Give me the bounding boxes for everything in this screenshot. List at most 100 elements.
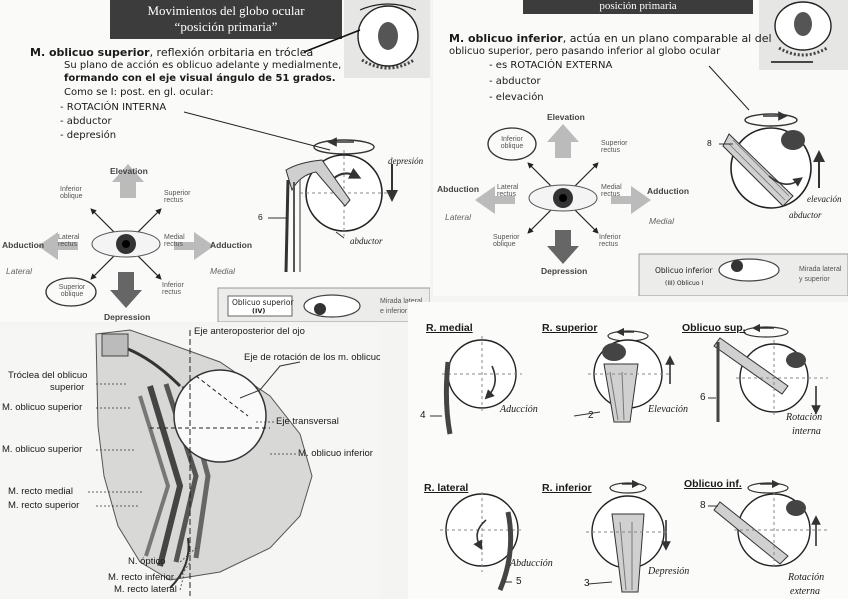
heading-superior-oblique: M. oblicuo superior, reflexión orbitaria… (30, 46, 313, 59)
eye-lateral-inferior (303, 294, 361, 318)
label-eje-transversal: Eje transversal (276, 416, 339, 427)
box-nerve: (IV) (252, 307, 266, 315)
label-medial-rectus-2: Medial rectus (601, 184, 622, 198)
thumbnail-iris (378, 22, 398, 50)
title-r-superior: R. superior (542, 322, 598, 334)
label-m-recto-medial: M. recto medial (8, 486, 73, 497)
dir-abduction: Abduction (2, 240, 45, 250)
direction-diagram-2 (475, 124, 651, 264)
box-label: Oblicuo superior (232, 298, 294, 307)
mirada-lateral: Mirada lateral (380, 298, 423, 305)
title-r-lateral: R. lateral (424, 482, 469, 494)
item-depresion: - depresión (60, 130, 117, 141)
desc-line-1: Su plano de acción es oblicuo adelante y… (64, 60, 342, 71)
label-abductor: abductor (350, 236, 383, 246)
item-rotacion-interna: - ROTACIÓN INTERNA (60, 102, 167, 113)
action-rotacion-externa-2: externa (790, 586, 820, 597)
heading-bold-2: M. oblicuo inferior (449, 32, 563, 45)
panel-anatomy: Eje anteroposterior del ojo Eje de rotac… (0, 326, 380, 599)
desc-line-1b: oblicuo superior, pero pasando inferior … (449, 46, 721, 57)
label-eje-rotacion: Eje de rotación de los m. oblicuo (244, 352, 380, 363)
desc-line-2: formando con el eje visual ángulo de 51 … (64, 73, 336, 84)
label-m-oblicuo-inferior: M. oblicuo inferior (298, 448, 373, 459)
item-rotacion-externa: - es ROTACIÓN EXTERNA (489, 60, 613, 71)
label-lateral-2: Lateral (445, 212, 471, 222)
label-troclea-2: superior (50, 382, 85, 393)
action-rotacion-interna-1: Rotación (786, 412, 823, 423)
label-inferior-rectus: Inferior rectus (162, 282, 184, 296)
eye-lateral-superior (718, 258, 780, 282)
direction-diagram (38, 164, 214, 308)
trochlea-block (101, 333, 129, 357)
mirada-inferior: e inferior (380, 308, 408, 315)
label-depresion: depresión (388, 156, 424, 166)
num-2: 2 (588, 410, 594, 421)
action-rotacion-externa-1: Rotación (788, 572, 825, 583)
num-3: 3 (584, 578, 590, 589)
heading-inferior-oblique: M. oblicuo inferior, actúa en un plano c… (449, 32, 772, 45)
label-inferior-oblique-2: Inferior oblique (500, 136, 524, 150)
dir-elevation: Elevation (110, 166, 148, 176)
action-abduccion: Abducción (510, 558, 553, 569)
label-elevacion: elevación (807, 194, 842, 204)
diagram-r-inferior (586, 479, 671, 593)
action-elevacion: Elevación (648, 404, 688, 415)
label-abductor-2: abductor (789, 210, 822, 220)
diagram-oblicuo-sup (713, 323, 828, 422)
box-label-2: Oblicuo inferior (655, 266, 713, 275)
diagram-r-superior (588, 327, 675, 423)
title-r-inferior: R. inferior (542, 482, 592, 494)
pointer-line (303, 29, 361, 53)
dir-abduction-2: Abduction (437, 184, 480, 194)
label-m-recto-lateral: M. recto lateral (114, 584, 177, 595)
mirada-superior: y superior (799, 276, 830, 283)
num-5: 5 (516, 576, 522, 587)
label-lateral: Lateral (6, 266, 32, 276)
optic-nerve (169, 537, 190, 589)
label-medial-rectus: Medial rectus (164, 234, 185, 248)
eyeball (173, 369, 267, 463)
superior-oblique-diagrams (38, 0, 430, 322)
title-oblicuo-sup: Oblicuo sup. (682, 322, 746, 334)
label-troclea-1: Tróclea del oblicuo (8, 370, 88, 381)
dir-depression: Depression (104, 312, 151, 322)
label-m-oblicuo-superior-2: M. oblicuo superior (2, 444, 83, 455)
heading-rest-2: , actúa en un plano comparable al del (562, 32, 772, 45)
label-superior-rectus-2: Superior rectus (601, 140, 628, 154)
item-abductor: - abductor (60, 116, 112, 127)
inferior-oblique-muscle (722, 133, 794, 207)
heading-rest: , reflexión orbitaria en tróclea (149, 46, 314, 59)
circled-superior-oblique (45, 277, 97, 307)
title-banner-2: posición primaria (523, 0, 753, 14)
title-banner: Movimientos del globo ocular “posición p… (110, 0, 342, 39)
label-eje-ap: Eje anteroposterior del ojo (194, 326, 305, 337)
item-abductor-2: - abductor (489, 76, 541, 87)
dir-depression-2: Depression (541, 266, 588, 276)
item-elevacion: - elevación (489, 92, 544, 103)
desc-line-3: Como se I: post. en gl. ocular: (64, 87, 214, 98)
num-6b: 6 (700, 392, 706, 403)
label-superior-oblique-2: Superior oblique (493, 234, 520, 248)
muscle-tendon (285, 159, 351, 207)
title-oblicuo-inf: Oblicuo inf. (684, 478, 742, 490)
box-nerve-2: (III) Oblicuo I (665, 280, 704, 287)
mirada-lateral-2: Mirada lateral (799, 266, 842, 273)
diagram-oblicuo-inf (713, 479, 828, 568)
muscle-actions-diagrams (430, 323, 828, 593)
diagram-r-lateral (440, 492, 524, 591)
label-medial-2: Medial (649, 216, 675, 226)
label-n-optico: N. óptico (128, 556, 166, 567)
label-medial: Medial (210, 266, 236, 276)
panel-muscle-actions: R. medial R. superior Oblicuo sup. R. la… (408, 302, 848, 599)
diagram-r-medial (442, 336, 522, 435)
title-r-medial: R. medial (426, 322, 473, 334)
circled-inferior-oblique (487, 127, 537, 161)
label-inferior-rectus-2: Inferior rectus (599, 234, 621, 248)
label-lateral-rectus: Lateral rectus (58, 234, 80, 248)
banner-text: posición primaria (599, 0, 677, 12)
rotation-ring (313, 139, 375, 155)
num-8b: 8 (700, 500, 706, 511)
label-m-oblicuo-superior-1: M. oblicuo superior (2, 402, 83, 413)
label-m-recto-superior: M. recto superior (8, 500, 80, 511)
